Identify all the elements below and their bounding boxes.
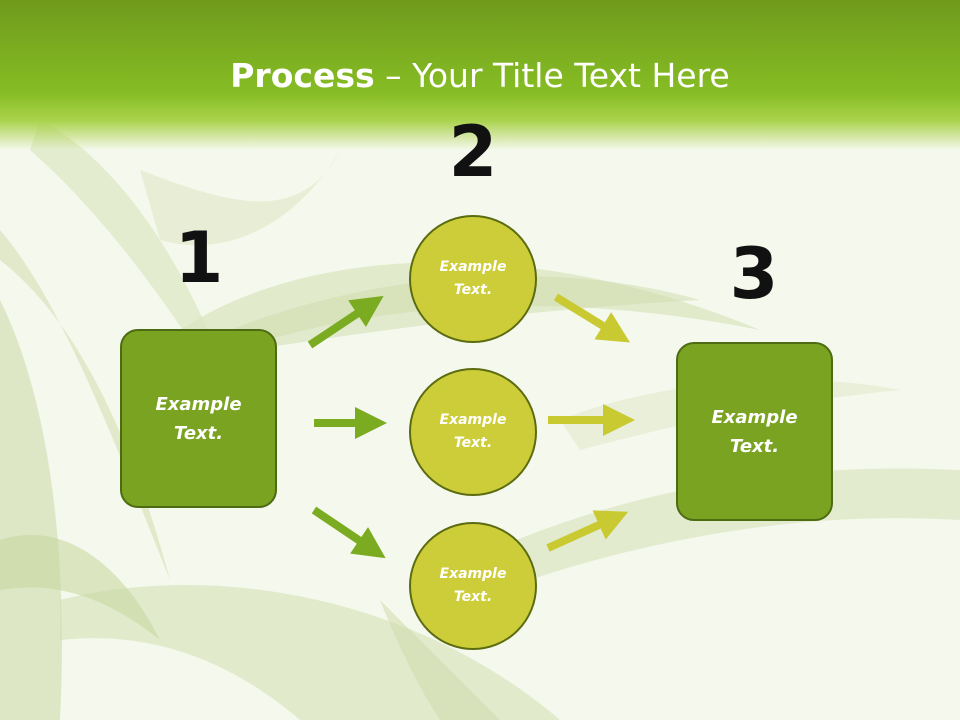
step-2-circle-top: Example Text. (409, 215, 537, 343)
title-rest: – Your Title Text Here (374, 56, 730, 95)
step-2-circle-middle: Example Text. (409, 368, 537, 496)
circle-middle-text: Example Text. (439, 412, 507, 451)
circle-bottom-text: Example Text. (439, 566, 507, 605)
arrow-top-to-3 (553, 293, 631, 343)
title-bar (0, 0, 960, 150)
slide-title: Process – Your Title Text Here (0, 54, 960, 98)
step-3-text: Example Text. (711, 406, 798, 457)
arrow-bottom-to-3 (546, 510, 629, 552)
arrow-1-to-bottom (311, 506, 386, 559)
step-1-box: Example Text. (120, 329, 277, 508)
step-3-box: Example Text. (676, 342, 833, 521)
step-2-circle-bottom: Example Text. (409, 522, 537, 650)
step-1-text: Example Text. (155, 393, 242, 444)
title-bold: Process (230, 56, 375, 95)
step-number-1: 1 (174, 217, 224, 299)
arrow-1-to-top (307, 295, 384, 349)
step-number-2: 2 (448, 111, 498, 193)
step-number-3: 3 (729, 233, 779, 315)
circle-top-text: Example Text. (439, 259, 507, 298)
